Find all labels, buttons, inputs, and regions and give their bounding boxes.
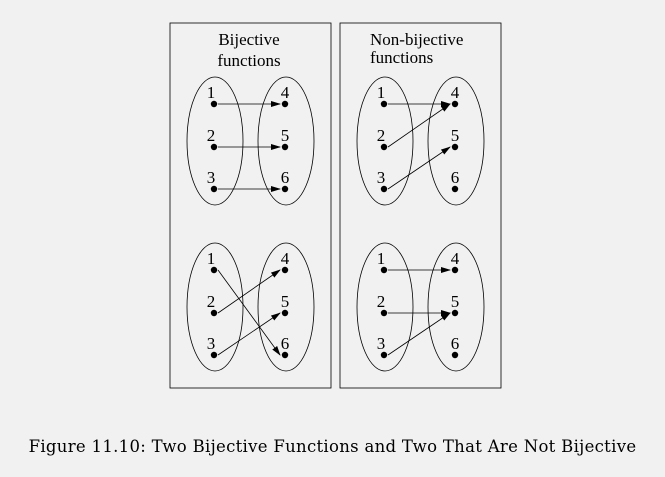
mapping-arrow — [217, 312, 281, 356]
mapping-arrow — [387, 103, 451, 148]
codomain-label: 6 — [281, 334, 290, 353]
codomain-point — [281, 266, 289, 274]
domain-point — [380, 185, 388, 193]
codomain-point — [281, 100, 289, 108]
domain-label: 3 — [377, 334, 386, 353]
panel-title-line-2: functions — [217, 51, 280, 70]
codomain-label: 4 — [281, 249, 290, 268]
codomain-label: 5 — [451, 292, 460, 311]
codomain-point — [451, 351, 459, 359]
codomain-label: 6 — [281, 168, 290, 187]
codomain-point — [281, 309, 289, 317]
codomain-point — [451, 100, 459, 108]
panel-frame — [169, 22, 332, 389]
domain-label: 3 — [207, 334, 216, 353]
panel-frame — [339, 22, 502, 389]
domain-point — [210, 100, 218, 108]
codomain-point — [451, 185, 459, 193]
codomain-point — [451, 266, 459, 274]
codomain-point — [281, 351, 289, 359]
mapping-arrow — [387, 312, 451, 356]
domain-point — [380, 100, 388, 108]
codomain-label: 5 — [281, 126, 290, 145]
domain-label: 2 — [207, 126, 216, 145]
codomain-point — [281, 143, 289, 151]
domain-label: 2 — [377, 126, 386, 145]
domain-set-ellipse — [186, 76, 244, 206]
domain-point — [380, 309, 388, 317]
codomain-label: 6 — [451, 334, 460, 353]
domain-set-ellipse — [186, 242, 244, 372]
domain-label: 3 — [377, 168, 386, 187]
mapping-diagram: 1 2 3 4 5 6 — [356, 76, 485, 206]
panel-non-bijective: Non-bijective functions 1 2 3 4 5 6 1 2 3 4 5 6 — [339, 22, 502, 389]
codomain-set-ellipse — [427, 242, 485, 372]
domain-set-ellipse — [356, 76, 414, 206]
codomain-set-ellipse — [427, 76, 485, 206]
codomain-point — [281, 185, 289, 193]
panel-title-line-2: functions — [370, 48, 433, 67]
domain-point — [210, 185, 218, 193]
mapping-diagram: 1 2 3 4 5 6 — [186, 242, 315, 372]
codomain-label: 5 — [281, 292, 290, 311]
domain-label: 1 — [377, 249, 386, 268]
mapping-arrow — [387, 146, 451, 190]
figure-caption: Figure 11.10: Two Bijective Functions an… — [28, 437, 637, 456]
domain-label: 1 — [207, 83, 216, 102]
mapping-diagram: 1 2 3 4 5 6 — [186, 76, 315, 206]
codomain-label: 4 — [281, 83, 290, 102]
mapping-arrow — [217, 269, 281, 356]
domain-point — [210, 143, 218, 151]
domain-point — [380, 351, 388, 359]
domain-label: 3 — [207, 168, 216, 187]
mapping-diagram: 1 2 3 4 5 6 — [356, 242, 485, 372]
domain-point — [210, 351, 218, 359]
codomain-label: 6 — [451, 168, 460, 187]
domain-label: 2 — [377, 292, 386, 311]
codomain-set-ellipse — [257, 76, 315, 206]
domain-point — [380, 266, 388, 274]
domain-point — [210, 266, 218, 274]
codomain-set-ellipse — [257, 242, 315, 372]
panel-title-line-1: Non-bijective — [370, 30, 463, 49]
codomain-label: 4 — [451, 83, 460, 102]
codomain-point — [451, 143, 459, 151]
panel-bijective: Bijective functions 1 2 3 4 5 6 1 2 3 4 5 6 — [169, 22, 332, 389]
domain-point — [210, 309, 218, 317]
domain-label: 1 — [207, 249, 216, 268]
codomain-label: 5 — [451, 126, 460, 145]
domain-label: 1 — [377, 83, 386, 102]
codomain-label: 4 — [451, 249, 460, 268]
domain-point — [380, 143, 388, 151]
domain-set-ellipse — [356, 242, 414, 372]
domain-label: 2 — [207, 292, 216, 311]
panel-title-line-1: Bijective — [218, 30, 279, 49]
codomain-point — [451, 309, 459, 317]
mapping-arrow — [217, 269, 281, 314]
